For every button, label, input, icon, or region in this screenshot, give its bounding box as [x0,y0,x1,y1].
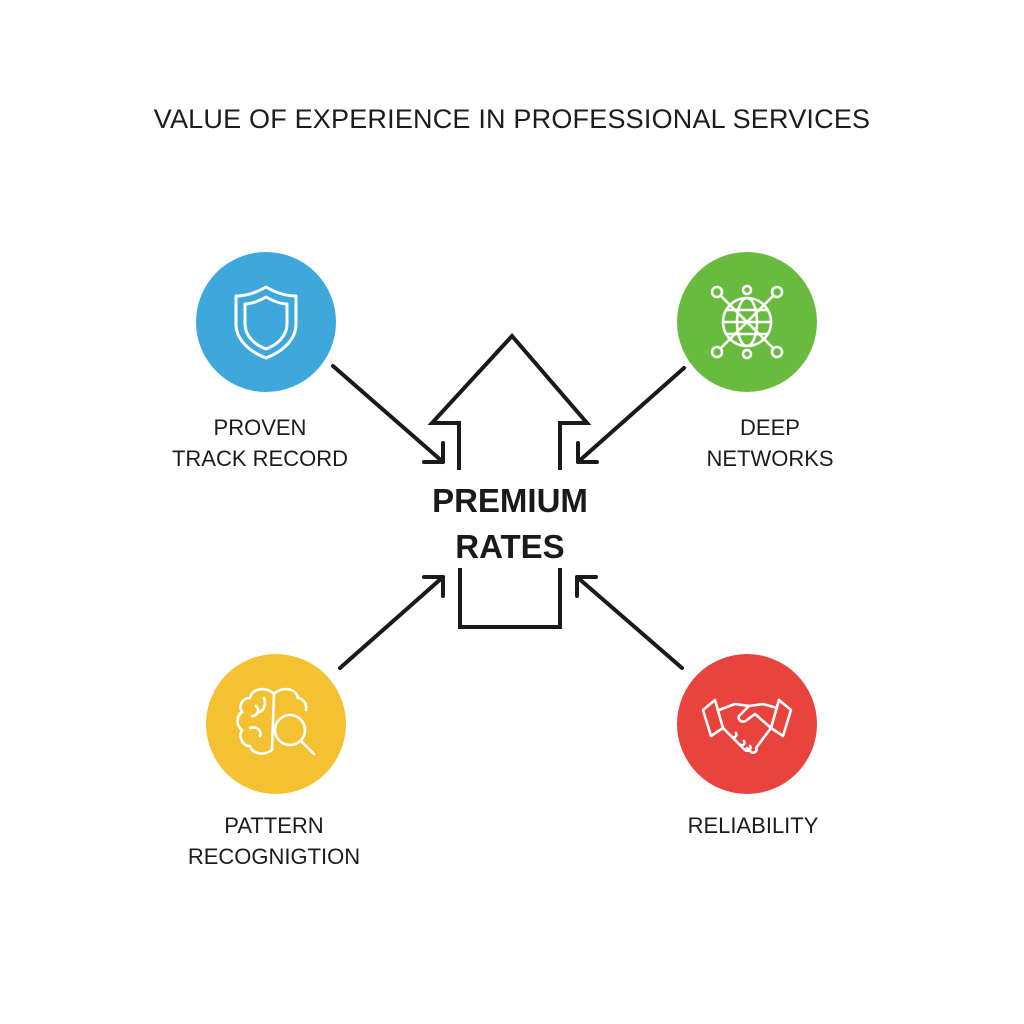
arrow-from-deep-networks [576,366,686,464]
label-line-1: RELIABILITY [687,813,819,838]
label-line-2: NETWORKS [706,446,834,471]
center-label-line-2: RATES [455,528,565,565]
network-globe-icon [710,284,784,360]
arrow-from-proven-track-record [331,364,445,464]
node-proven-track-record [196,252,336,392]
label-line-1: DEEP [740,415,800,440]
node-deep-networks [677,252,817,392]
arrow-from-pattern-recognition [338,575,445,670]
label-line-2: TRACK RECORD [171,446,348,471]
center-label-line-1: PREMIUM [432,482,588,519]
label-line-2: RECOGNIGTION [187,844,361,869]
brain-magnifier-icon [236,687,316,756]
node-reliability [677,654,817,794]
diagram-title: VALUE OF EXPERIENCE IN PROFESSIONAL SERV… [153,104,871,134]
label-reliability: RELIABILITY [623,810,883,841]
handshake-icon [701,698,793,754]
shield-icon [234,285,298,360]
arrow-from-reliability [575,575,684,670]
label-pattern-recognition: PATTERN RECOGNIGTION [144,810,404,872]
label-proven-track-record: PROVEN TRACK RECORD [130,412,390,474]
label-line-1: PROVEN [213,415,307,440]
label-line-1: PATTERN [224,813,324,838]
node-pattern-recognition [206,654,346,794]
center-label-premium-rates: PREMIUM RATES [400,478,620,570]
premium-rates-arrow-shape [427,332,592,629]
label-deep-networks: DEEP NETWORKS [640,412,900,474]
